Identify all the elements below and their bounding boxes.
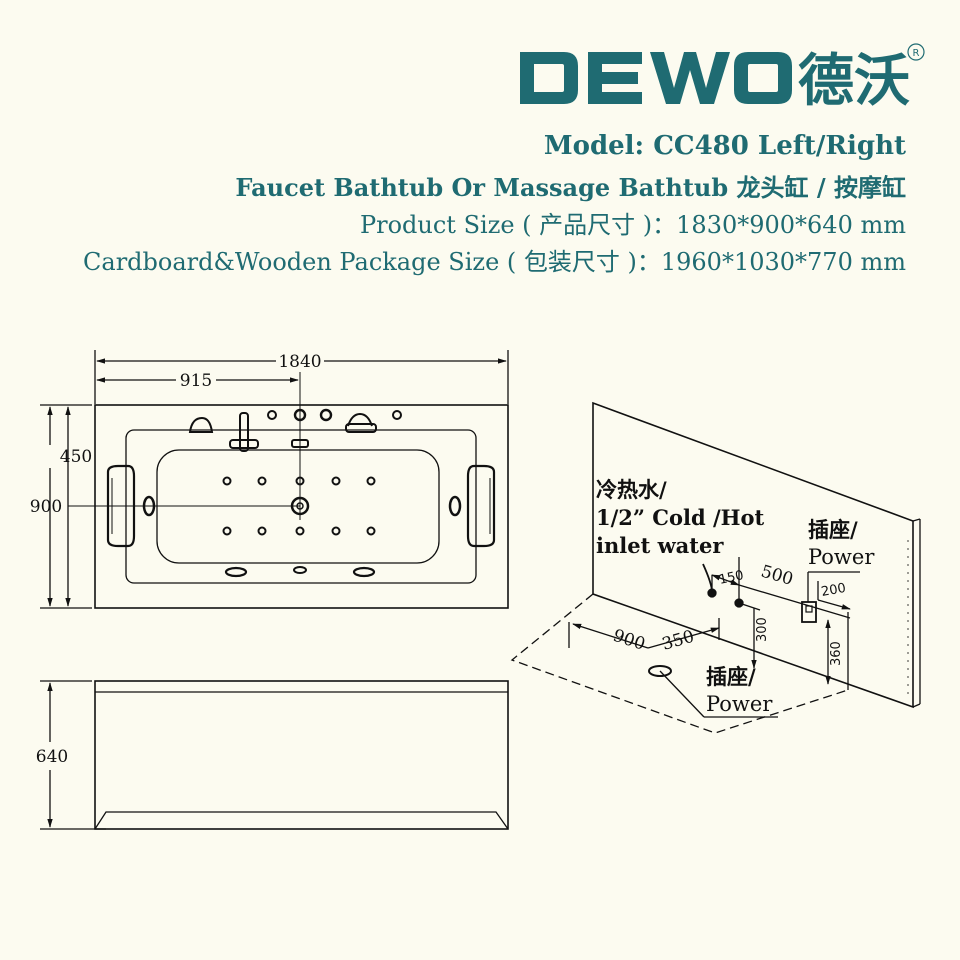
overflow-icon	[291, 439, 309, 448]
logo-chinese-name: 德沃	[798, 49, 910, 112]
dim-inlet-to-socket: 500	[759, 562, 796, 590]
type-line: Faucet Bathtub Or Massage Bathtub 龙头缸 / …	[235, 173, 906, 202]
model-line: Model: CC480 Left/Right	[543, 131, 906, 161]
dim-floor-depth: 900	[610, 626, 647, 655]
top-view	[40, 350, 509, 609]
installation-labels: 冷热水/ 1/2” Cold /Hot inlet water 插座/ Powe…	[596, 477, 875, 716]
floor-socket-icon	[648, 665, 672, 677]
product-size-line: Product Size ( 产品尺寸 )：1830*900*640 mm	[359, 211, 906, 239]
dim-total-width: 900	[30, 497, 62, 517]
dim-total-length: 1840	[278, 352, 321, 372]
tub-basin	[156, 449, 440, 564]
dim-half-length: 915	[180, 371, 212, 391]
wall-socket-icon	[801, 601, 817, 623]
dim-height: 640	[36, 747, 68, 767]
side-jet-left	[142, 495, 156, 517]
water-label-cn: 冷热水/	[596, 477, 667, 502]
air-jets	[222, 476, 376, 536]
shower-head-icon	[188, 416, 214, 433]
floor-socket-label-cn: 插座/	[706, 664, 756, 689]
registered-mark-icon	[907, 43, 925, 61]
package-size-line: Cardboard&Wooden Package Size ( 包装尺寸 )：1…	[83, 248, 906, 276]
installation-view	[510, 401, 921, 734]
dewo-logo: 德沃 R	[520, 43, 925, 112]
dim-half-width: 450	[60, 447, 92, 467]
wall-socket-label-cn: 插座/	[808, 517, 858, 542]
floor-socket-label-en: Power	[706, 692, 773, 716]
control-button-icon	[293, 408, 307, 422]
dim-socket-width: 200	[820, 581, 847, 600]
drain-icon	[290, 496, 310, 516]
side-jet-right	[448, 495, 462, 517]
tub-outer-rim	[94, 404, 509, 609]
dim-inlet-height: 300	[755, 617, 770, 642]
floor-outline	[510, 593, 849, 734]
side-view	[40, 680, 509, 830]
registered-mark: R	[913, 48, 920, 59]
dim-socket-height: 360	[829, 641, 844, 666]
logo-letters	[520, 52, 792, 104]
tub-inner-rim	[125, 429, 477, 584]
wall-socket-label-en: Power	[808, 545, 875, 569]
dim-inlet-gap: 150	[718, 568, 745, 588]
left-headrest	[106, 464, 136, 548]
right-headrest	[466, 464, 496, 548]
dim-floor-offset: 350	[660, 627, 697, 655]
water-label-size: 1/2” Cold /Hot	[596, 505, 764, 530]
faucet-icon	[239, 412, 249, 452]
water-label-en: inlet water	[596, 533, 724, 558]
tub-side-panel	[94, 680, 509, 830]
control-knob-icon	[267, 410, 277, 420]
